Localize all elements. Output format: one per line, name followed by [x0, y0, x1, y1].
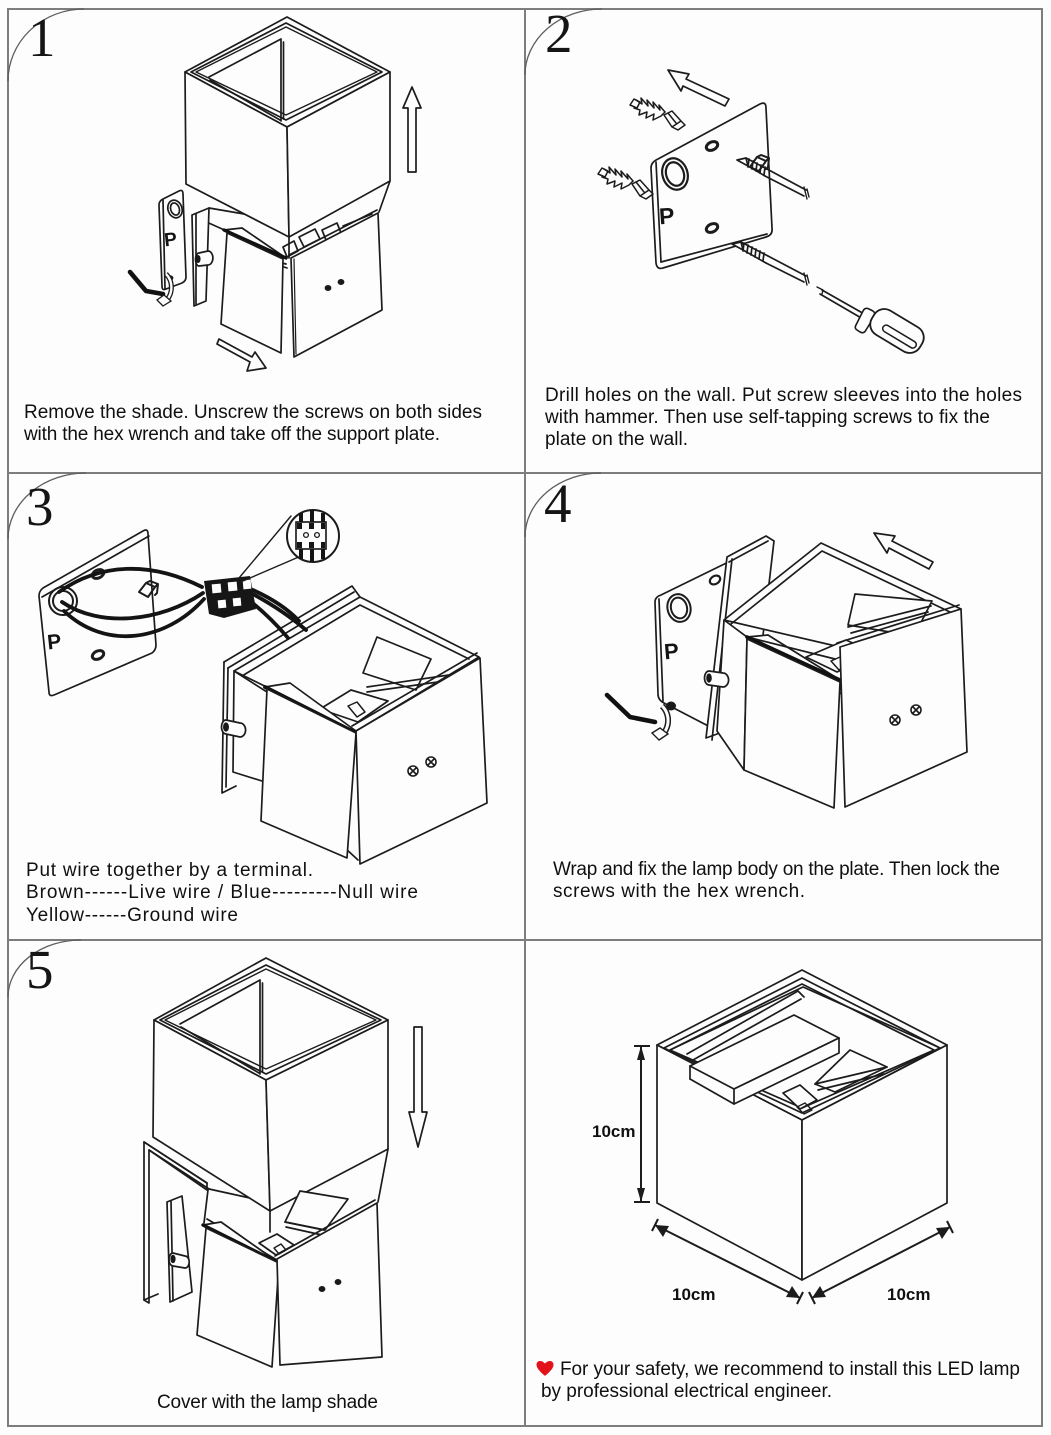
svg-text:4: 4	[544, 473, 572, 534]
svg-text:with hammer. Then use self-tap: with hammer. Then use self-tapping screw…	[544, 407, 990, 428]
svg-text:5: 5	[26, 939, 54, 1000]
svg-text:P: P	[46, 630, 62, 654]
svg-text:1: 1	[28, 7, 56, 68]
svg-text:with the hex wrench and take o: with the hex wrench and take off the sup…	[23, 424, 440, 445]
svg-text:Yellow------Ground wire: Yellow------Ground wire	[26, 905, 238, 926]
svg-text:For your safety, we recommend: For your safety, we recommend to install…	[560, 1359, 1020, 1380]
svg-text:Remove the shade. Unscrew the: Remove the shade. Unscrew the screws on …	[24, 402, 482, 423]
svg-text:10cm: 10cm	[592, 1122, 635, 1141]
svg-text:Wrap and fix the lamp body on: Wrap and fix the lamp body on the plate.…	[553, 859, 1000, 880]
svg-text:P: P	[663, 638, 680, 664]
svg-text:3: 3	[26, 476, 54, 537]
svg-text:P: P	[658, 202, 675, 229]
svg-text:Drill holes on the wall. Put s: Drill holes on the wall. Put screw sleev…	[545, 385, 1022, 406]
svg-text:plate on the wall.: plate on the wall.	[545, 429, 688, 450]
svg-text:Cover with the lamp shade: Cover with the lamp shade	[157, 1392, 378, 1413]
svg-text:Brown------Live wire / Blue---: Brown------Live wire / Blue---------Null…	[26, 882, 418, 903]
svg-text:by professional electrical eng: by professional electrical engineer.	[541, 1381, 832, 1402]
svg-text:2: 2	[545, 3, 573, 64]
svg-text:screws with the hex wrench.: screws with the hex wrench.	[553, 881, 805, 902]
svg-text:P: P	[163, 229, 178, 251]
svg-text:10cm: 10cm	[887, 1285, 930, 1304]
svg-text:Put wire together by a termina: Put wire together by a terminal.	[26, 860, 313, 881]
svg-text:10cm: 10cm	[672, 1285, 715, 1304]
